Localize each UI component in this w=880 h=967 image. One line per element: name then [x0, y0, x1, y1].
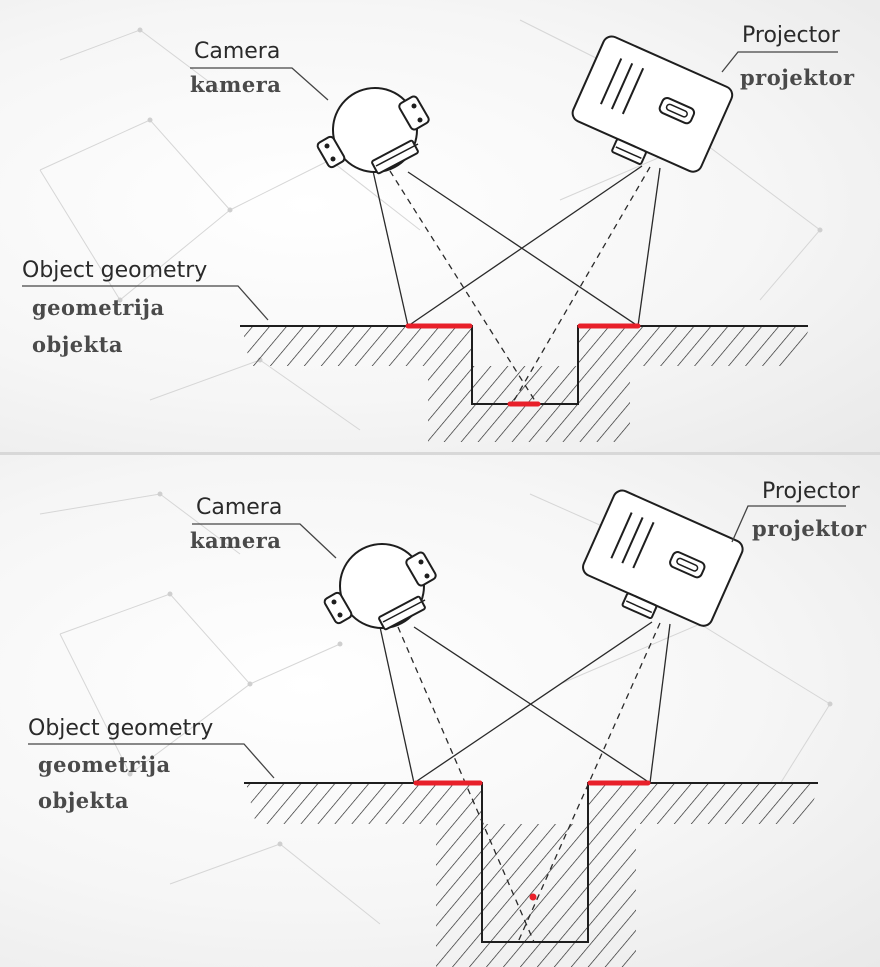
light-rays	[379, 621, 671, 943]
diagram-panel-deep: Camera kamera Projector projektor Object…	[0, 454, 880, 967]
label-leaders	[28, 505, 846, 779]
panel-divider	[0, 452, 880, 455]
label-leaders	[22, 51, 838, 321]
camera-label-local: kamera	[190, 528, 281, 553]
camera-label: Camera	[194, 39, 280, 64]
projector-label: Projector	[762, 479, 861, 504]
projector-label-local: projektor	[752, 516, 867, 541]
ground-hatching	[242, 326, 810, 442]
camera-label: Camera	[196, 495, 282, 520]
diagram-svg-top: Camera kamera Projector projektor Object…	[22, 19, 855, 442]
captured-segments	[405, 323, 641, 407]
captured-segments	[413, 780, 651, 901]
object-label-local-line2: objekta	[32, 332, 123, 357]
camera-icon	[323, 543, 437, 631]
camera-label-local: kamera	[190, 72, 281, 97]
object-label-local-line2: objekta	[38, 788, 129, 813]
diagram-svg-bottom: Camera kamera Projector projektor Object…	[28, 479, 867, 967]
projector-label: Projector	[742, 23, 841, 48]
object-label-local-line1: geometrija	[32, 295, 165, 320]
projector-icon	[582, 489, 744, 627]
light-rays	[372, 165, 661, 405]
projector-label-local: projektor	[740, 65, 855, 90]
camera-icon	[316, 87, 430, 175]
projector-icon	[571, 35, 734, 173]
diagram-panel-shallow: Camera kamera Projector projektor Object…	[0, 0, 880, 454]
object-label: Object geometry	[22, 258, 207, 283]
object-label: Object geometry	[28, 716, 213, 741]
object-label-local-line1: geometrija	[38, 752, 171, 777]
ground-hatching	[246, 783, 820, 967]
